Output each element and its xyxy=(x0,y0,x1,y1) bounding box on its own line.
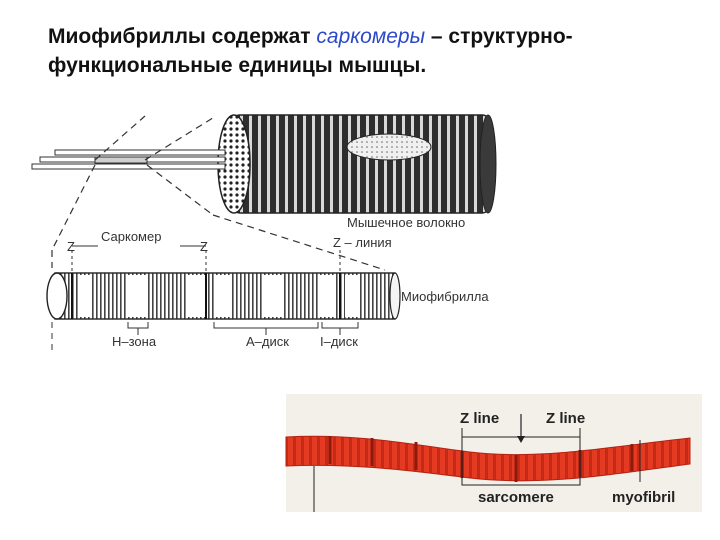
label-z-left: Z xyxy=(67,239,75,254)
label-a-disc: А–диск xyxy=(246,334,289,349)
label-muscle-fiber: Мышечное волокно xyxy=(347,215,465,230)
photo-label-z-line-right: Z line xyxy=(546,410,585,427)
myofibril-photo xyxy=(285,394,702,512)
title-accent-sarcomeres: саркомеры xyxy=(316,25,426,48)
label-myofibril: Миофибрилла xyxy=(401,289,489,304)
label-h-zone: Н–зона xyxy=(112,334,157,349)
title-part-2: – структурно-функциональные единицы мышц… xyxy=(48,25,573,77)
muscle-fiber-drawing xyxy=(217,114,497,214)
band-brackets xyxy=(51,322,359,355)
label-sarcomere: Саркомер xyxy=(101,229,161,244)
photo-label-z-line-left: Z line xyxy=(460,410,499,427)
label-i-disc: I–диск xyxy=(320,334,358,349)
slide-title: Миофибриллы содержат саркомеры – структу… xyxy=(48,22,688,80)
sarcomere-bracket xyxy=(71,245,341,272)
myofibril-strands xyxy=(31,149,226,170)
photo-label-sarcomere: sarcomere xyxy=(478,489,554,506)
dashed-connectors-top xyxy=(51,115,386,271)
photo-label-myofibril: myofibril xyxy=(612,489,675,506)
label-z-right: Z xyxy=(200,239,208,254)
nucleus xyxy=(346,133,432,161)
title-part-1: Миофибриллы содержат xyxy=(48,25,317,48)
myofibril-drawing xyxy=(46,272,401,320)
label-z-line: Z – линия xyxy=(333,235,392,250)
